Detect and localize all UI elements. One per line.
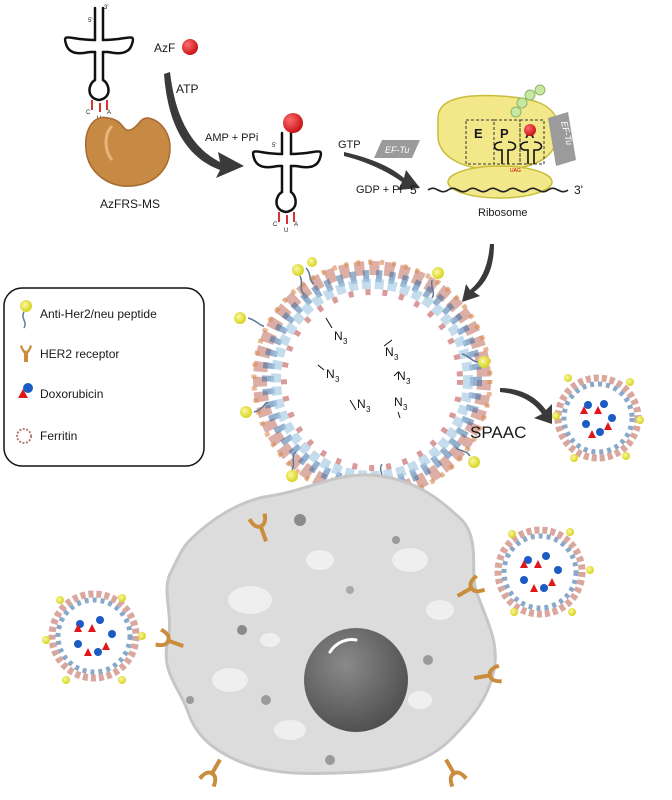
arrow-charging — [164, 72, 244, 178]
site-e: E — [474, 126, 483, 141]
legend-label-receptor: HER2 receptor — [40, 347, 119, 361]
legend-label-ferritin: Ferritin — [40, 429, 77, 443]
svg-text:3: 3 — [335, 375, 340, 384]
svg-text:C: C — [86, 110, 91, 116]
mrna-three-end: 3' — [574, 183, 583, 197]
gtp-label: GTP — [338, 139, 361, 151]
svg-text:A: A — [294, 222, 298, 228]
arrow-spaac — [500, 388, 552, 424]
svg-text:EF-Tu: EF-Tu — [385, 145, 409, 155]
svg-text:3: 3 — [406, 377, 411, 386]
enzyme-highlight — [104, 124, 114, 161]
arrow-ef-tu — [344, 152, 420, 190]
trna2-anticodon: C U A — [273, 212, 298, 234]
doxorubicin-icon — [18, 383, 33, 398]
legend-label-doxorubicin: Doxorubicin — [40, 387, 103, 401]
codon-label: UAG — [510, 168, 521, 174]
spaac-label: SPAAC — [470, 423, 526, 442]
trna-uncharged — [63, 6, 135, 102]
atp-label: ATP — [176, 82, 198, 96]
svg-text:3: 3 — [343, 337, 348, 346]
her2-receptors — [155, 513, 502, 788]
svg-text:N: N — [394, 395, 403, 409]
site-p: P — [500, 126, 509, 141]
loaded-cage-left — [42, 590, 146, 684]
svg-text:N: N — [334, 329, 343, 343]
svg-text:N: N — [397, 369, 406, 383]
trna-charged — [251, 128, 323, 214]
ferritin-icon — [16, 428, 32, 444]
trna1-three-prime: 3' — [104, 5, 108, 11]
ef-tu-tag: EF-Tu — [374, 140, 420, 158]
svg-text:C: C — [273, 222, 278, 228]
legend-label-peptide: Anti-Her2/neu peptide — [40, 307, 157, 321]
ribosome: E P A UAG — [437, 84, 559, 199]
gdp-pi-label: GDP + Pi — [356, 184, 402, 196]
mrna — [427, 187, 569, 193]
svg-text:3: 3 — [366, 405, 371, 414]
cancer-cell — [164, 473, 497, 776]
nucleus — [304, 628, 408, 732]
enzyme-icon — [84, 116, 171, 187]
trna2-azf-ball-icon — [283, 113, 303, 133]
ribosome-label: Ribosome — [478, 207, 528, 219]
ef-tu-tag-ribosome: EF-Tu — [548, 112, 576, 166]
arrow-translation — [462, 244, 494, 302]
loaded-cage-right — [552, 374, 644, 462]
svg-text:3: 3 — [403, 403, 408, 412]
svg-text:A: A — [107, 110, 111, 116]
receptor-icon — [20, 345, 32, 362]
enzyme-label: AzFRS-MS — [100, 197, 160, 211]
svg-text:N: N — [385, 345, 394, 359]
trna2-five-prime: 5' — [272, 143, 276, 149]
cage-peptides — [234, 257, 490, 494]
legend: Anti-Her2/neu peptide HER2 receptor Doxo… — [3, 287, 205, 467]
svg-text:U: U — [284, 228, 288, 234]
ferritin-cage — [251, 259, 493, 501]
amp-ppi-label: AMP + PPi — [205, 132, 258, 144]
loaded-cage-bound — [494, 526, 594, 618]
trna1-five-prime: 5' — [88, 18, 92, 24]
peptide-icon — [20, 300, 32, 329]
azf-label: AzF — [154, 41, 175, 55]
svg-text:N: N — [357, 397, 366, 411]
svg-text:3: 3 — [394, 353, 399, 362]
mrna-five-end: 5' — [410, 183, 419, 197]
svg-text:N: N — [326, 367, 335, 381]
azf-ball-icon — [182, 39, 198, 55]
